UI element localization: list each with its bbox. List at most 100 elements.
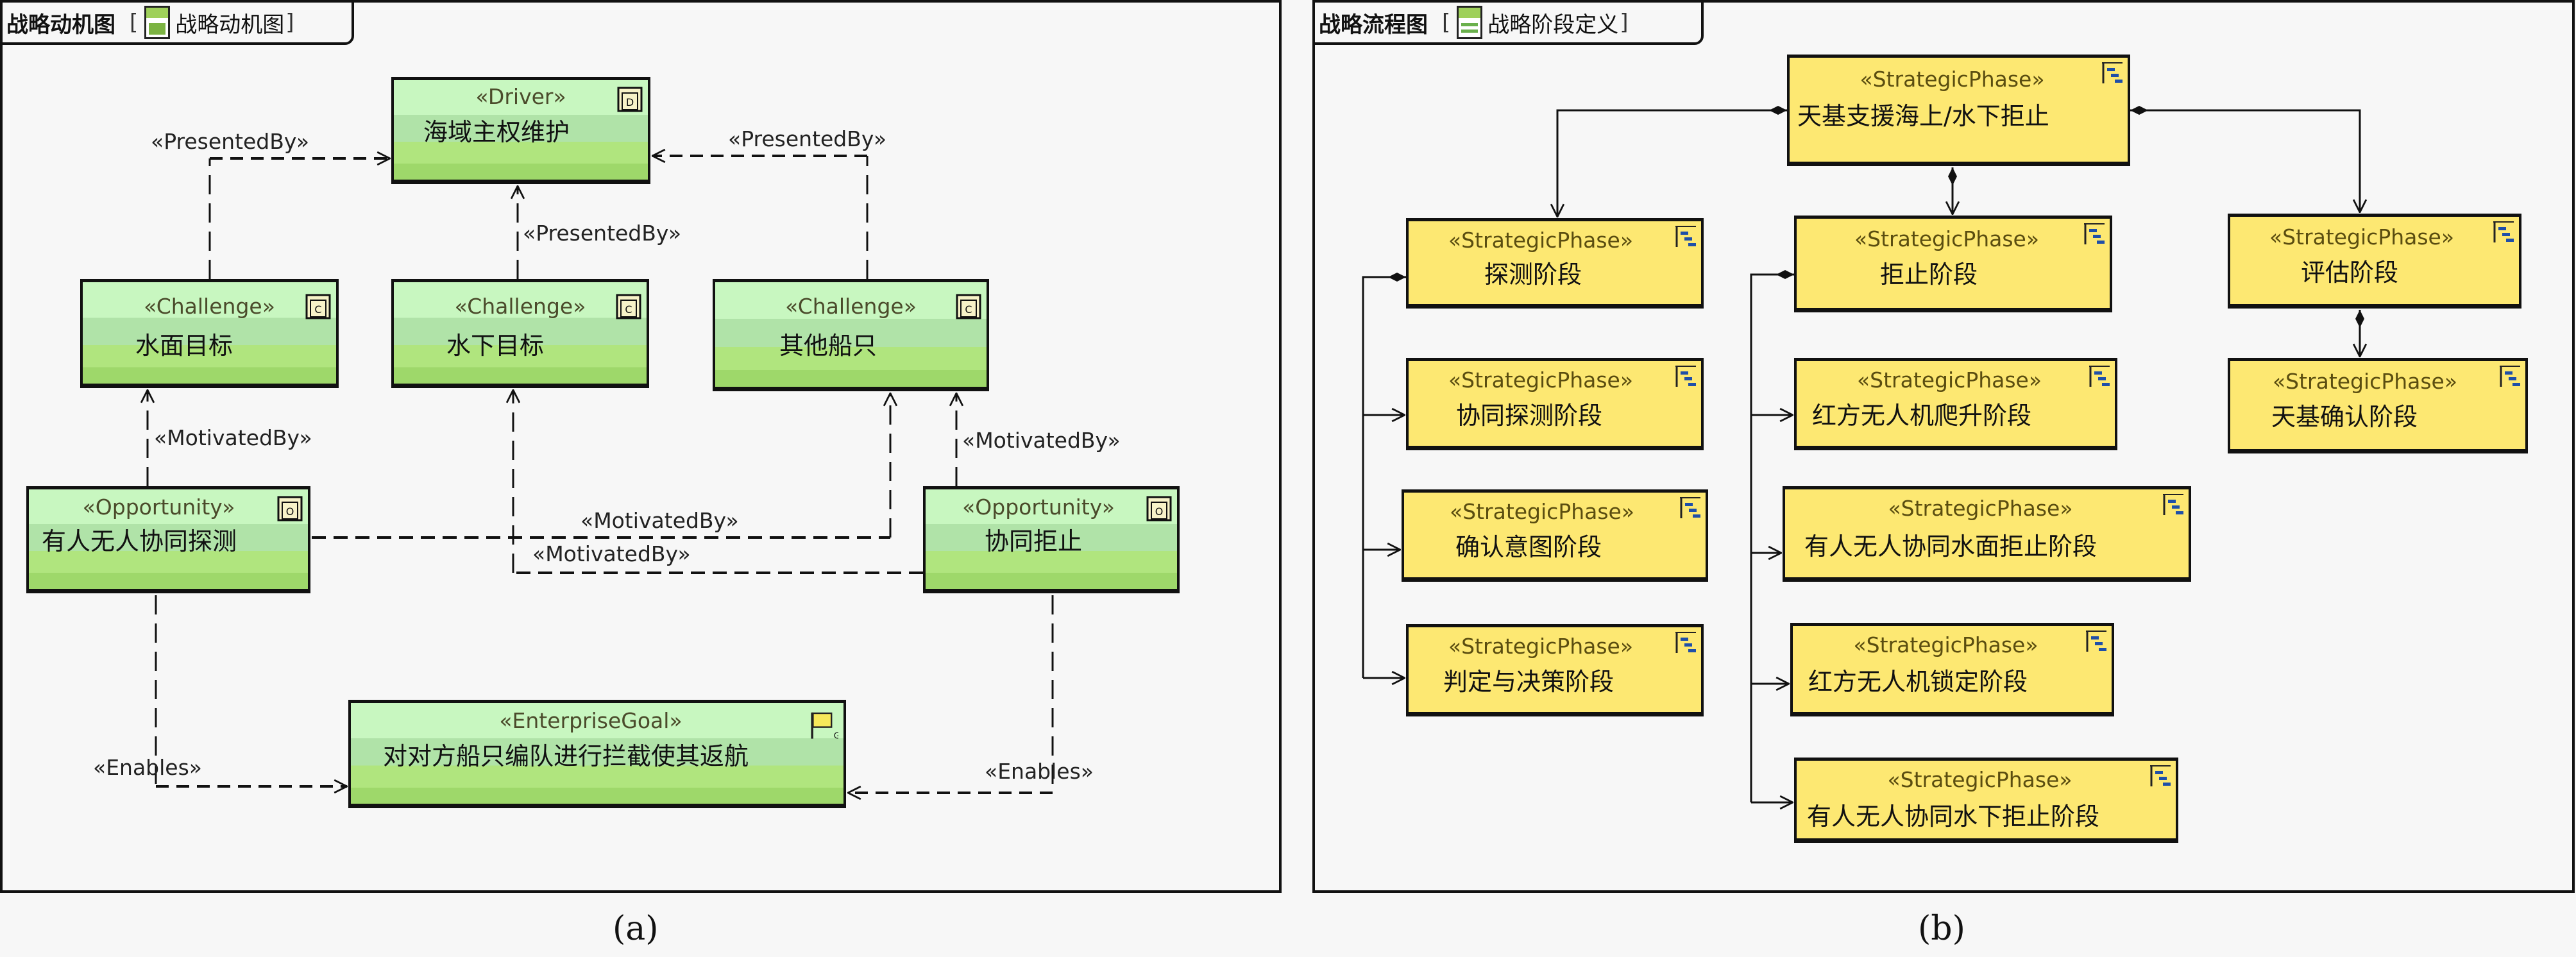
svg-text:C: C (314, 303, 321, 316)
stereotype-label: «StrategicPhase» (1448, 228, 1634, 253)
strategic-phase-icon (2150, 765, 2171, 786)
phase-node[interactable]: «StrategicPhase» 评估阶段 (2228, 214, 2521, 309)
node-name: 天基支援海上/水下拒止 (1797, 102, 2049, 130)
phase-node[interactable]: «StrategicPhase» 红方无人机爬升阶段 (1794, 358, 2117, 450)
frame-title: 战略动机图 (6, 12, 115, 38)
challenge-icon: C (616, 294, 641, 319)
strategic-phase-icon (2102, 62, 2123, 83)
phase-node-root[interactable]: «StrategicPhase» 天基支援海上/水下拒止 (1787, 55, 2130, 166)
motivatedby-edge-cross-lower[interactable] (513, 390, 923, 574)
challenge-icon: C (305, 294, 331, 319)
svg-text:C: C (965, 303, 972, 316)
stereotype-label: «StrategicPhase» (1887, 767, 2072, 792)
phase-node[interactable]: «StrategicPhase» 拒止阶段 (1794, 216, 2112, 312)
stereotype-label: «StrategicPhase» (1448, 368, 1634, 393)
phase-node[interactable]: «StrategicPhase» 天基确认阶段 (2228, 358, 2528, 453)
edge-label: «PresentedBy» (728, 126, 886, 151)
motivation-diagram-icon (144, 6, 171, 39)
node-name: 天基确认阶段 (2271, 403, 2418, 431)
frame-title: 战略流程图 (1319, 12, 1428, 38)
challenge-node[interactable]: «Challenge» 水下目标 C (391, 279, 649, 388)
challenge-node[interactable]: «Challenge» 水面目标 C (80, 279, 339, 388)
stereotype-label: «Challenge» (454, 294, 586, 319)
stereotype-label: «Driver» (475, 84, 566, 109)
edge-label: «PresentedBy» (151, 129, 309, 154)
composition-edge-deny-children[interactable] (1750, 270, 1794, 802)
node-name: 有人无人协同水下拒止阶段 (1807, 802, 2100, 831)
strategic-phase-icon (2493, 221, 2514, 242)
diagram-name[interactable]: 战略阶段定义 (1487, 12, 1619, 38)
driver-node[interactable]: «Driver» 海域主权维护 D (391, 77, 650, 184)
caption-a: (a) (613, 910, 659, 948)
goal-flag-icon: G (811, 712, 838, 740)
composition-edge-detect-children[interactable] (1362, 273, 1406, 678)
stereotype-label: «Opportunity» (962, 495, 1115, 520)
node-name: 有人无人协同探测 (42, 527, 237, 555)
strategic-phase-icon (1675, 226, 1696, 247)
node-name: 红方无人机爬升阶段 (1812, 402, 2032, 430)
stereotype-label: «EnterpriseGoal» (499, 708, 682, 733)
enables-edge-right[interactable] (848, 595, 1054, 793)
frame-tab: 战略流程图 [ 战略阶段定义 ] (1312, 0, 1704, 45)
motivatedby-edge-cross-upper[interactable] (312, 393, 890, 539)
phase-node[interactable]: «StrategicPhase» 协同探测阶段 (1406, 358, 1704, 450)
opportunity-icon: O (277, 496, 303, 521)
stereotype-label: «StrategicPhase» (1853, 632, 2038, 657)
stereotype-label: «StrategicPhase» (1449, 499, 1635, 524)
opportunity-icon: O (1146, 496, 1172, 521)
node-name: 其他船只 (779, 332, 877, 360)
presentedby-edge-right[interactable] (652, 156, 869, 279)
opportunity-node[interactable]: «Opportunity» 协同拒止 O (923, 486, 1180, 593)
node-name: 协同拒止 (985, 527, 1083, 555)
edge-label: «MotivatedBy» (154, 425, 312, 450)
composition-edge-root-detect[interactable] (1557, 110, 1787, 217)
stereotype-label: «StrategicPhase» (2272, 369, 2458, 394)
stereotype-label: «StrategicPhase» (1860, 67, 2045, 92)
driver-icon: D (617, 87, 643, 112)
node-name: 海域主权维护 (423, 118, 570, 146)
diagram-name[interactable]: 战略动机图 (175, 12, 285, 38)
svg-text:O: O (1155, 505, 1164, 518)
phase-node[interactable]: «StrategicPhase» 探测阶段 (1406, 218, 1704, 309)
phase-node[interactable]: «StrategicPhase» 有人无人协同水下拒止阶段 (1794, 758, 2178, 843)
stereotype-label: «StrategicPhase» (1888, 496, 2073, 521)
phase-node[interactable]: «StrategicPhase» 红方无人机锁定阶段 (1790, 623, 2114, 716)
stereotype-label: «Challenge» (144, 294, 275, 319)
node-name: 协同探测阶段 (1456, 402, 1603, 430)
strategic-phase-icon (2084, 223, 2105, 244)
phase-node[interactable]: «StrategicPhase» 确认意图阶段 (1402, 489, 1708, 582)
strategic-phase-icon (1680, 497, 1700, 518)
node-name: 有人无人协同水面拒止阶段 (1804, 532, 2097, 561)
node-name: 确认意图阶段 (1455, 533, 1602, 561)
edge-label: «MotivatedBy» (532, 541, 691, 566)
node-name: 判定与决策阶段 (1443, 668, 1614, 696)
svg-text:D: D (626, 96, 634, 108)
edge-label: «Enables» (93, 755, 202, 780)
stereotype-label: «StrategicPhase» (1856, 368, 2042, 393)
stereotype-label: «StrategicPhase» (1448, 634, 1634, 659)
node-name: 水面目标 (135, 332, 233, 360)
node-name: 探测阶段 (1484, 260, 1582, 289)
stereotype-label: «Challenge» (785, 294, 917, 319)
phase-node[interactable]: «StrategicPhase» 判定与决策阶段 (1406, 624, 1704, 716)
edge-label: «MotivatedBy» (962, 428, 1121, 453)
svg-text:C: C (625, 303, 632, 316)
svg-text:G: G (834, 732, 838, 740)
opportunity-node[interactable]: «Opportunity» 有人无人协同探测 O (26, 486, 310, 593)
presentedby-edge-left[interactable] (208, 158, 390, 279)
node-name: 评估阶段 (2301, 258, 2399, 287)
challenge-icon: C (956, 294, 981, 319)
phase-definition-diagram-icon (1457, 6, 1483, 39)
enterprise-goal-node[interactable]: «EnterpriseGoal» 对对方船只编队进行拦截使其返航 G (348, 700, 846, 808)
enables-edge-left[interactable] (155, 595, 347, 786)
edge-label: «MotivatedBy» (580, 508, 739, 533)
node-name: 水下目标 (446, 332, 545, 360)
node-name: 对对方船只编队进行拦截使其返航 (383, 742, 749, 770)
challenge-node[interactable]: «Challenge» 其他船只 C (713, 279, 989, 391)
phase-node[interactable]: «StrategicPhase» 有人无人协同水面拒止阶段 (1783, 486, 2191, 582)
strategic-phase-icon (2086, 631, 2106, 652)
stereotype-label: «StrategicPhase» (2269, 224, 2455, 250)
caption-b: (b) (1918, 910, 1965, 948)
composition-edge-root-assess[interactable] (2130, 106, 2360, 212)
